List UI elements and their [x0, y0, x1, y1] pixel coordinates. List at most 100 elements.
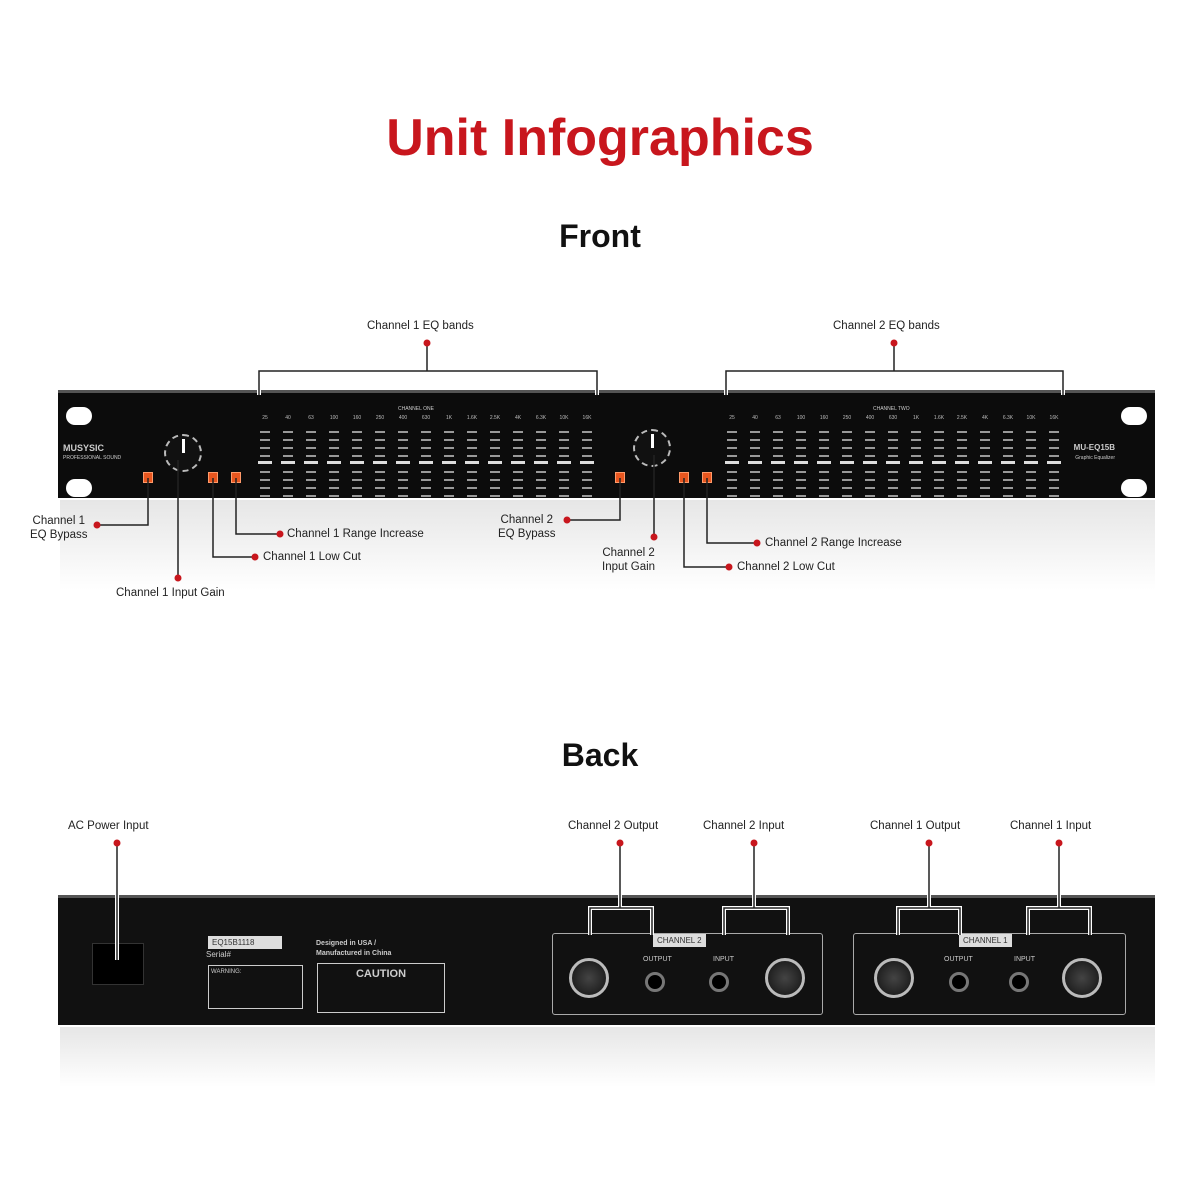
slider-knob[interactable] [580, 461, 594, 464]
slider-knob[interactable] [1024, 461, 1038, 464]
slider-knob[interactable] [488, 461, 502, 464]
slider-tick [750, 447, 760, 449]
eq-band-slider[interactable]: 25 [258, 415, 272, 499]
eq-band-frequency: 2.5K [956, 415, 968, 421]
ch1-jack-output[interactable] [949, 972, 969, 992]
eq-band-slider[interactable]: 40 [281, 415, 295, 499]
slider-tick [536, 431, 546, 433]
slider-knob[interactable] [794, 461, 808, 464]
eq-band-frequency: 10K [1026, 415, 1036, 421]
slider-tick [957, 479, 967, 481]
slider-tick [1049, 479, 1059, 481]
slider-knob[interactable] [511, 461, 525, 464]
ch2-jack-input[interactable] [709, 972, 729, 992]
slider-knob[interactable] [817, 461, 831, 464]
eq-band-slider[interactable]: 400 [863, 415, 877, 499]
slider-knob[interactable] [304, 461, 318, 464]
slider-knob[interactable] [771, 461, 785, 464]
eq-band-slider[interactable]: 10K [1024, 415, 1038, 499]
slider-knob[interactable] [886, 461, 900, 464]
slider-knob[interactable] [373, 461, 387, 464]
slider-knob[interactable] [327, 461, 341, 464]
eq-band-slider[interactable]: 1K [909, 415, 923, 499]
eq-band-slider[interactable]: 4K [511, 415, 525, 499]
slider-knob[interactable] [396, 461, 410, 464]
ch1-input-gain-knob[interactable] [164, 434, 202, 472]
slider-knob[interactable] [863, 461, 877, 464]
slider-knob[interactable] [955, 461, 969, 464]
back-reflection [60, 1027, 1155, 1087]
slider-tick [398, 495, 408, 497]
slider-tick [773, 431, 783, 433]
eq-band-slider[interactable]: 40 [748, 415, 762, 499]
eq-band-slider[interactable]: 1.6K [465, 415, 479, 499]
eq-band-slider[interactable]: 250 [840, 415, 854, 499]
slider-knob[interactable] [725, 461, 739, 464]
eq-band-slider[interactable]: 2.5K [955, 415, 969, 499]
eq-band-slider[interactable]: 63 [771, 415, 785, 499]
eq-band-slider[interactable]: 100 [327, 415, 341, 499]
slider-knob[interactable] [419, 461, 433, 464]
eq-band-slider[interactable]: 16K [1047, 415, 1061, 499]
slider-knob[interactable] [932, 461, 946, 464]
slider-tick [467, 495, 477, 497]
callout-dots [93, 339, 1063, 847]
ch2-xlr-output[interactable] [569, 958, 609, 998]
eq-band-slider[interactable]: 25 [725, 415, 739, 499]
ch1-xlr-input[interactable] [1062, 958, 1102, 998]
eq-band-slider[interactable]: 4K [978, 415, 992, 499]
slider-tick [375, 439, 385, 441]
ch2-xlr-input[interactable] [765, 958, 805, 998]
slider-tick [727, 447, 737, 449]
ch2-input-gain-knob[interactable] [633, 429, 671, 467]
slider-knob[interactable] [258, 461, 272, 464]
eq-band-slider[interactable]: 250 [373, 415, 387, 499]
eq-band-slider[interactable]: 10K [557, 415, 571, 499]
slider-tick [283, 487, 293, 489]
eq-band-slider[interactable]: 1.6K [932, 415, 946, 499]
ch1-xlr-output[interactable] [874, 958, 914, 998]
slider-knob[interactable] [909, 461, 923, 464]
slider-knob[interactable] [281, 461, 295, 464]
slider-knob[interactable] [350, 461, 364, 464]
eq-band-slider[interactable]: 400 [396, 415, 410, 499]
slider-knob[interactable] [442, 461, 456, 464]
slider-tick [819, 447, 829, 449]
callout-ch1-input-gain: Channel 1 Input Gain [116, 587, 225, 599]
manufactured-text: Manufactured in China [316, 950, 392, 957]
slider-tick [1026, 487, 1036, 489]
slider-knob[interactable] [534, 461, 548, 464]
slider-knob[interactable] [557, 461, 571, 464]
slider-tick [1049, 487, 1059, 489]
eq-band-slider[interactable]: 160 [817, 415, 831, 499]
output-label: OUTPUT [643, 956, 672, 963]
slider-tick [727, 431, 737, 433]
slider-tick [1026, 471, 1036, 473]
slider-tick [306, 439, 316, 441]
eq-band-slider[interactable]: 16K [580, 415, 594, 499]
slider-tick [444, 479, 454, 481]
slider-knob[interactable] [465, 461, 479, 464]
eq-band-slider[interactable]: 63 [304, 415, 318, 499]
ch1-jack-input[interactable] [1009, 972, 1029, 992]
slider-tick [911, 431, 921, 433]
slider-knob[interactable] [1047, 461, 1061, 464]
ch2-jack-output[interactable] [645, 972, 665, 992]
slider-tick [444, 439, 454, 441]
eq-band-slider[interactable]: 630 [419, 415, 433, 499]
eq-band-slider[interactable]: 100 [794, 415, 808, 499]
slider-knob[interactable] [840, 461, 854, 464]
slider-tick [329, 455, 339, 457]
eq-band-slider[interactable]: 2.5K [488, 415, 502, 499]
slider-knob[interactable] [978, 461, 992, 464]
eq-band-slider[interactable]: 6.3K [534, 415, 548, 499]
slider-knob[interactable] [748, 461, 762, 464]
eq-band-slider[interactable]: 6.3K [1001, 415, 1015, 499]
slider-tick [1026, 495, 1036, 497]
slider-tick [911, 495, 921, 497]
slider-tick [934, 431, 944, 433]
eq-band-slider[interactable]: 160 [350, 415, 364, 499]
eq-band-slider[interactable]: 630 [886, 415, 900, 499]
eq-band-slider[interactable]: 1K [442, 415, 456, 499]
slider-knob[interactable] [1001, 461, 1015, 464]
